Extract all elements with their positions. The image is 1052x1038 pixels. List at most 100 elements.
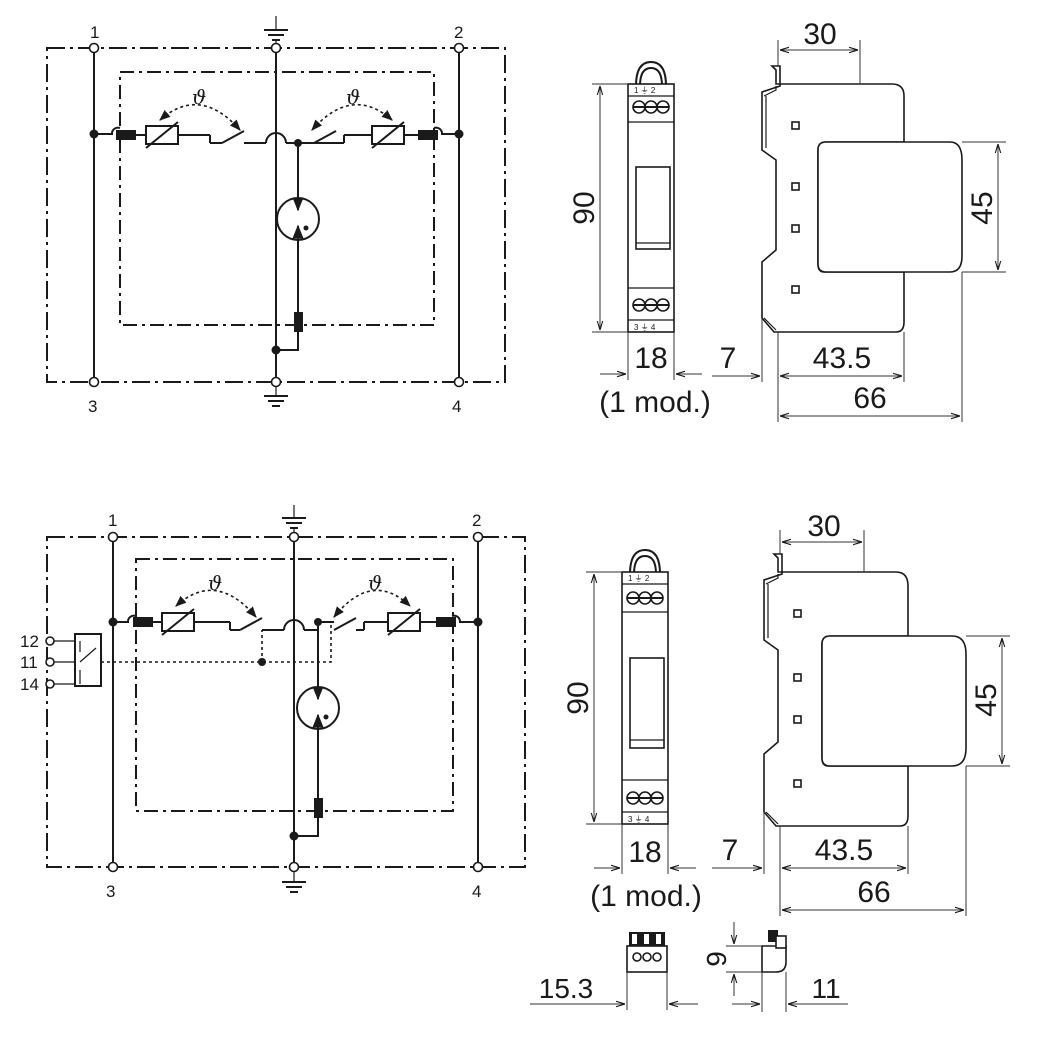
dim-30-label: 30 bbox=[803, 18, 836, 51]
dim-30-bottom: 30 bbox=[779, 510, 865, 572]
front-top-label: 1 ⏚ 2 bbox=[628, 574, 650, 583]
theta-right: ϑ bbox=[346, 85, 360, 109]
dim-66-bottom: 66 bbox=[782, 766, 967, 916]
dim-7-bottom: 7 bbox=[712, 812, 781, 916]
fuse-left bbox=[116, 130, 136, 140]
dim-45-label: 45 bbox=[966, 191, 999, 224]
wire-left bbox=[94, 126, 121, 135]
terminal-4-label: 4 bbox=[452, 397, 461, 416]
dim-45-top: 45 bbox=[962, 141, 1006, 273]
front-window bbox=[635, 166, 671, 250]
terminal-12 bbox=[45, 636, 55, 646]
dim-height-top: 90 bbox=[568, 83, 628, 333]
dim-mod-label: (1 mod.) bbox=[590, 880, 702, 913]
inner-module-boundary bbox=[135, 558, 454, 812]
dim-height-bottom: 90 bbox=[562, 571, 622, 825]
screw-terminals-bottom bbox=[626, 791, 664, 805]
screw-terminals-top bbox=[632, 100, 670, 114]
dim-width-bottom: 18 (1 mod.) bbox=[590, 824, 702, 913]
signal-link bbox=[101, 622, 332, 663]
dim-width-top: 18 (1 mod.) bbox=[599, 332, 711, 419]
thermal-link-left bbox=[175, 589, 257, 618]
terminal-1 bbox=[88, 42, 100, 54]
dim-66-top: 66 bbox=[780, 272, 963, 422]
dim-43-label: 43.5 bbox=[813, 342, 871, 375]
theta-left: ϑ bbox=[192, 85, 206, 109]
terminal-14 bbox=[45, 679, 55, 689]
schematic-bottom: 1 2 3 4 12 11 14 bbox=[20, 505, 526, 901]
switch-left bbox=[239, 617, 263, 631]
terminal-ground-bottom bbox=[288, 861, 300, 873]
dim-43-label: 43.5 bbox=[815, 834, 873, 867]
dim-7-top: 7 bbox=[712, 318, 779, 422]
terminal-2 bbox=[472, 531, 484, 543]
dim-connector-depth: 11 bbox=[732, 972, 848, 1012]
terminal-3-label: 3 bbox=[88, 397, 97, 416]
outer-housing-boundary bbox=[46, 536, 526, 868]
front-view-bottom: 1 ⏚ 2 3 ⏚ 4 bbox=[621, 548, 669, 825]
switch-left bbox=[221, 130, 245, 144]
terminal-1-label: 1 bbox=[90, 23, 99, 42]
terminal-4 bbox=[472, 861, 484, 873]
remote-signal-contact: 12 11 14 bbox=[20, 632, 102, 694]
dim-7-label: 7 bbox=[720, 342, 737, 375]
thermal-link-left bbox=[159, 103, 241, 131]
terminal-ground-bottom bbox=[270, 376, 282, 388]
terminal-1 bbox=[107, 531, 119, 543]
terminal-4-label: 4 bbox=[472, 882, 481, 901]
dim-43-top: 43.5 bbox=[780, 332, 905, 382]
dim-connector-width: 15.3 bbox=[530, 972, 698, 1010]
wire-gdt-ground bbox=[276, 332, 299, 351]
dim-30-label: 30 bbox=[807, 510, 840, 543]
theta-left: ϑ bbox=[208, 571, 222, 595]
dim-18-label: 18 bbox=[628, 836, 661, 869]
thermal-link-right bbox=[333, 589, 411, 618]
dim-30-top: 30 bbox=[777, 18, 861, 84]
terminal-2-label: 2 bbox=[454, 23, 463, 42]
terminal-11-label: 11 bbox=[20, 653, 38, 672]
fuse-gdt bbox=[294, 312, 303, 332]
wire-right bbox=[433, 126, 459, 135]
front-window bbox=[629, 657, 665, 749]
screw-terminals-top bbox=[626, 591, 664, 605]
dim-90-label: 90 bbox=[568, 191, 601, 224]
crossover-left bbox=[265, 132, 287, 144]
thermal-link-right bbox=[311, 103, 393, 131]
side-front-cap bbox=[821, 635, 967, 767]
terminal-2-label: 2 bbox=[472, 511, 481, 530]
front-hook bbox=[635, 60, 667, 87]
dim-7-label: 7 bbox=[722, 834, 739, 867]
terminal-ground-top bbox=[270, 42, 282, 54]
terminal-4 bbox=[453, 376, 465, 388]
side-view-top bbox=[761, 65, 963, 333]
terminal-12-label: 12 bbox=[20, 632, 39, 651]
front-view-top: 1 ⏚ 2 3 ⏚ 4 bbox=[627, 60, 675, 333]
screw-terminals-bottom bbox=[632, 298, 670, 312]
terminal-1-label: 1 bbox=[108, 511, 117, 530]
fuse-right bbox=[436, 617, 456, 627]
terminal-3 bbox=[107, 861, 119, 873]
dim-66-label: 66 bbox=[857, 876, 890, 909]
switch-right bbox=[313, 130, 337, 144]
dim-connector-height: 9 bbox=[701, 922, 762, 996]
front-bottom-label: 3 ⏚ 4 bbox=[634, 323, 656, 332]
dim-9-label: 9 bbox=[701, 951, 732, 967]
varistor-right-slash bbox=[371, 121, 405, 149]
dim-66-label: 66 bbox=[853, 382, 886, 415]
side-view-bottom bbox=[763, 553, 967, 827]
dim-90-label: 90 bbox=[562, 681, 595, 714]
theta-right: ϑ bbox=[368, 571, 382, 595]
terminal-14-label: 14 bbox=[20, 675, 39, 694]
fuse-left bbox=[133, 617, 153, 627]
schematic-top: 1 2 3 4 ϑ ϑ bbox=[46, 16, 506, 416]
terminal-2 bbox=[453, 42, 465, 54]
front-bottom-label: 3 ⏚ 4 bbox=[628, 815, 650, 824]
terminal-11 bbox=[45, 657, 55, 667]
connector-front bbox=[626, 932, 668, 973]
terminal-3-label: 3 bbox=[106, 882, 115, 901]
dim-43-bottom: 43.5 bbox=[782, 826, 909, 874]
dim-mod-label: (1 mod.) bbox=[599, 386, 711, 419]
dim-45-bottom: 45 bbox=[966, 635, 1010, 767]
dim-45-label: 45 bbox=[970, 683, 1003, 716]
